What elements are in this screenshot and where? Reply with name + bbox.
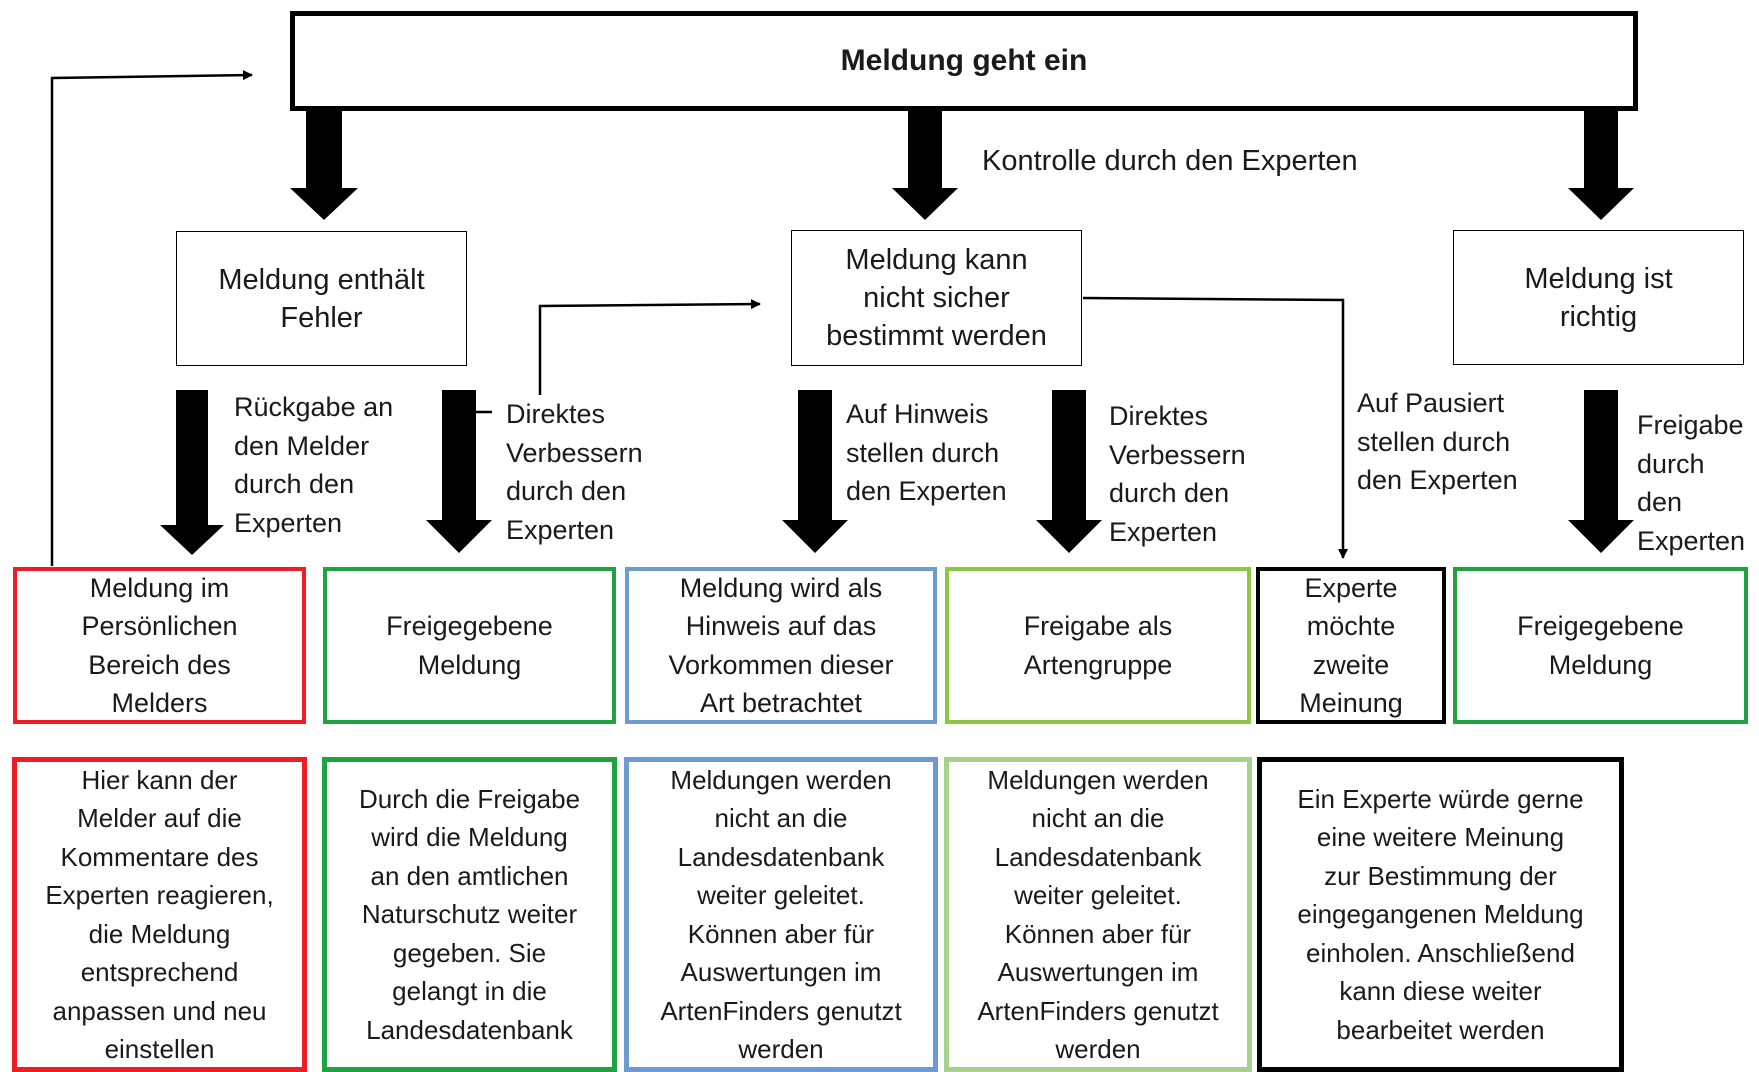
outcome-zweite-meinung: Experte möchte zweite Meinung: [1256, 567, 1446, 724]
block-arrow-freigabe: [1568, 390, 1634, 553]
control-label: Kontrolle durch den Experten: [982, 145, 1358, 177]
outcome-hinweis: Meldung wird als Hinweis auf das Vorkomm…: [625, 567, 937, 724]
action-hinweis: Auf Hinweis stellen durch den Experten: [846, 399, 1007, 506]
category-richtig: Meldung ist richtig: [1453, 230, 1744, 365]
block-arrow-richtig: [1568, 110, 1634, 220]
pause-line: [1082, 296, 1348, 559]
action-direkt-2: Direktes Verbessern durch den Experten: [1109, 401, 1246, 547]
title-text: Meldung geht ein: [840, 44, 1088, 77]
action-freigabe: Freigabe durch den Experten: [1637, 410, 1746, 556]
desc-hinweis: Meldungen werden nicht an die Landesdate…: [624, 757, 938, 1072]
outcome-freigegeben-1: Freigegebene Meldung: [323, 567, 616, 724]
outcome-freigegeben-2: Freigegebene Meldung: [1453, 567, 1748, 724]
desc-freigegeben: Durch die Freigabe wird die Meldung an d…: [322, 757, 617, 1072]
desc-zweite-meinung: Ein Experte würde gerne eine weitere Mei…: [1257, 757, 1624, 1072]
outcome-artengruppe: Freigabe als Artengruppe: [945, 567, 1251, 724]
title-box: Meldung geht ein: [290, 11, 1638, 111]
outcome-persoenlicher-bereich: Meldung im Persönlichen Bereich des Meld…: [13, 567, 306, 724]
desc-artengruppe: Meldungen werden nicht an die Landesdate…: [944, 757, 1252, 1072]
block-arrow-direkt-1: [426, 390, 492, 553]
block-arrow-rueckgabe: [160, 390, 224, 555]
direct-correction-loop-line-2: [538, 299, 761, 395]
block-arrow-hinweis: [782, 390, 848, 553]
category-unsicher: Meldung kann nicht sicher bestimmt werde…: [791, 230, 1082, 366]
category-fehler: Meldung enthält Fehler: [176, 231, 467, 366]
action-pausiert: Auf Pausiert stellen durch den Experten: [1357, 388, 1518, 495]
action-direkt-1: Direktes Verbessern durch den Experten: [506, 399, 643, 545]
feedback-loop-line: [50, 70, 253, 566]
block-arrow-unsicher: [892, 110, 958, 220]
block-arrow-direkt-2: [1036, 390, 1102, 553]
action-rueckgabe: Rückgabe an den Melder durch den Experte…: [234, 392, 394, 538]
block-arrow-fehler: [290, 110, 358, 220]
desc-persoenlicher-bereich: Hier kann der Melder auf die Kommentare …: [12, 757, 307, 1072]
